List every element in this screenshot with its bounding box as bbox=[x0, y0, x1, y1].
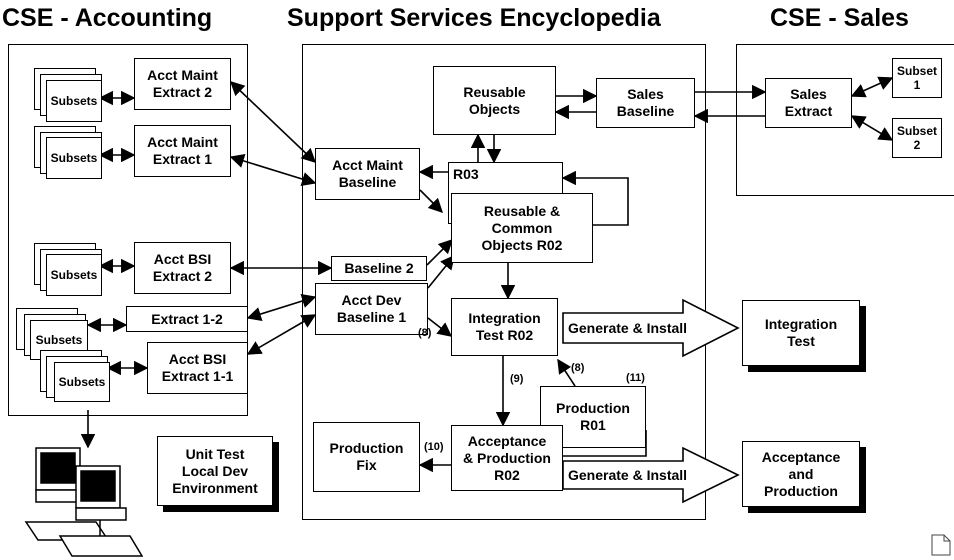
arrow-devbaseline-to-integration bbox=[427, 317, 453, 337]
arrow-baseline2-to-r02 bbox=[426, 238, 454, 266]
integration-test: Integration Test bbox=[742, 300, 860, 366]
step-label-11: (11) bbox=[626, 372, 645, 384]
production-fix: Production Fix bbox=[313, 422, 420, 492]
arrow-salesextract-subset1 bbox=[850, 76, 894, 98]
acceptance-production-r02: Acceptance & Production R02 bbox=[451, 425, 563, 491]
generate-install-label-1: Generate & Install bbox=[568, 320, 688, 336]
arrow-r02-loop-r03 bbox=[561, 170, 629, 226]
subset-1: Subset 1 bbox=[892, 58, 942, 98]
arrow-production-to-integration bbox=[557, 358, 576, 387]
arrow-devbaseline-to-r02 bbox=[427, 254, 455, 289]
acct-dev-baseline-1: Acct Dev Baseline 1 bbox=[315, 283, 428, 335]
arrow-extract1-maintbaseline bbox=[229, 153, 317, 187]
generate-install-arrow-1 bbox=[562, 298, 740, 358]
acct-bsi-extract-1-1: Acct BSI Extract 1-1 bbox=[147, 342, 248, 394]
arrow-extract2-maintbaseline bbox=[229, 81, 317, 163]
generate-install-arrow-2 bbox=[562, 446, 740, 504]
title-support-services-encyclopedia: Support Services Encyclopedia bbox=[287, 4, 661, 32]
arrow-maintbaseline-to-r02 bbox=[419, 189, 444, 214]
arrow-extract12-devbaseline bbox=[246, 294, 317, 321]
step-label-10: (10) bbox=[424, 441, 444, 453]
extract-1-2: Extract 1-2 bbox=[126, 306, 248, 332]
subsets-box: Subsets bbox=[46, 254, 102, 296]
subsets-box: Subsets bbox=[54, 362, 110, 402]
unit-test-local-dev-environment: Unit Test Local Dev Environment bbox=[157, 436, 273, 506]
acct-maint-baseline: Acct Maint Baseline bbox=[315, 148, 420, 200]
line-acceptance-to-production bbox=[563, 430, 647, 457]
subset-2: Subset 2 bbox=[892, 118, 942, 158]
arrow-bsi11-devbaseline bbox=[246, 314, 317, 355]
sales-extract: Sales Extract bbox=[765, 78, 852, 128]
step-label-8: (8) bbox=[418, 327, 432, 339]
arrow-salesextract-subset2 bbox=[850, 115, 894, 141]
acct-bsi-extract-2: Acct BSI Extract 2 bbox=[134, 242, 231, 294]
reusable-objects: Reusable Objects bbox=[433, 66, 556, 135]
baseline-2: Baseline 2 bbox=[331, 256, 427, 281]
desktop-computers-icon bbox=[24, 447, 144, 557]
sales-baseline: Sales Baseline bbox=[596, 78, 695, 128]
acct-maint-extract-1: Acct Maint Extract 1 bbox=[134, 125, 231, 177]
subsets-box: Subsets bbox=[46, 137, 102, 179]
title-cse-sales: CSE - Sales bbox=[770, 4, 909, 32]
document-corner-icon bbox=[930, 533, 952, 560]
step-label-8: (8) bbox=[571, 362, 585, 374]
subsets-box: Subsets bbox=[46, 80, 102, 122]
title-cse-accounting: CSE - Accounting bbox=[2, 4, 213, 32]
acct-maint-extract-2: Acct Maint Extract 2 bbox=[134, 58, 231, 110]
acceptance-and-production: Acceptance and Production bbox=[742, 441, 860, 507]
step-label-9: (9) bbox=[510, 373, 524, 385]
production-r01: Production R01 bbox=[540, 386, 646, 448]
generate-install-label-2: Generate & Install bbox=[568, 467, 688, 483]
integration-test-r02: Integration Test R02 bbox=[451, 298, 558, 356]
reusable-common-objects-r02: Reusable & Common Objects R02 bbox=[451, 193, 593, 263]
